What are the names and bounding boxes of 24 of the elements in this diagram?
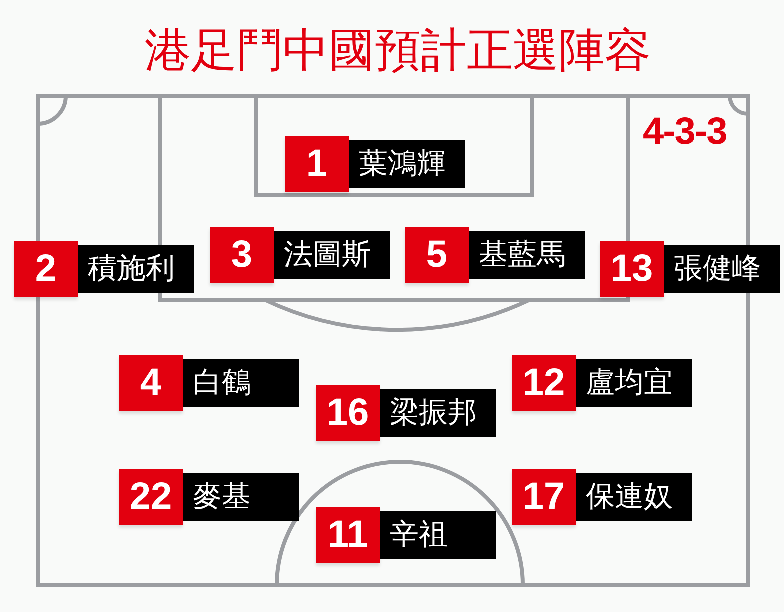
player-name: 法圖斯 — [274, 231, 390, 279]
jersey-number: 17 — [512, 469, 576, 525]
player-name: 葉鴻輝 — [349, 140, 465, 188]
player-name: 盧均宜 — [576, 359, 692, 407]
player-name: 辛祖 — [380, 511, 496, 559]
jersey-number: 12 — [512, 355, 576, 411]
player-name: 白鶴 — [183, 359, 299, 407]
title: 港足鬥中國預計正選陣容 — [145, 23, 651, 78]
jersey-number: 4 — [119, 355, 183, 411]
jersey-number: 16 — [316, 385, 380, 441]
player-name: 梁振邦 — [380, 389, 496, 437]
player-name: 積施利 — [78, 245, 194, 293]
formation-label: 4-3-3 — [643, 112, 727, 152]
jersey-number: 1 — [285, 136, 349, 192]
jersey-number: 22 — [119, 469, 183, 525]
jersey-number: 11 — [316, 507, 380, 563]
jersey-number: 13 — [600, 241, 664, 297]
player-name: 麥基 — [183, 473, 299, 521]
jersey-number: 5 — [405, 227, 469, 283]
player-name: 基藍馬 — [469, 231, 585, 279]
player-name: 保連奴 — [576, 473, 692, 521]
jersey-number: 2 — [14, 241, 78, 297]
player-name: 張健峰 — [664, 245, 780, 293]
jersey-number: 3 — [210, 227, 274, 283]
